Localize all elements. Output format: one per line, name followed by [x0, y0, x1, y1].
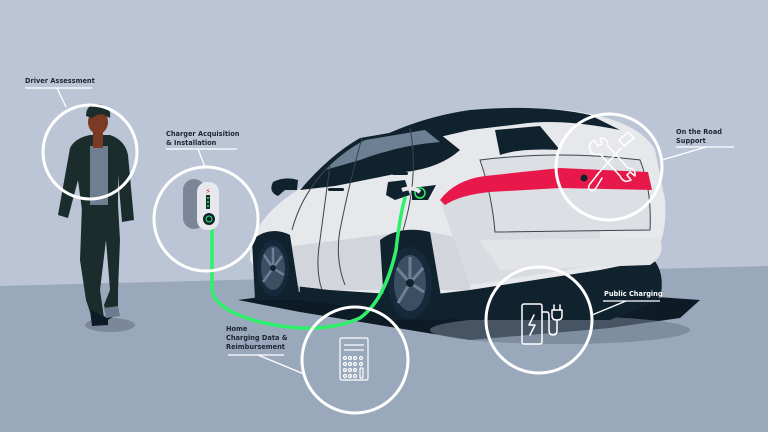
public-charging-label: Public Charging: [604, 290, 663, 299]
wall-charger: ⚡: [183, 179, 219, 230]
leader-lines: [25, 87, 734, 375]
person-walking: [58, 104, 135, 332]
charging-cable: [210, 196, 407, 330]
label-line: Home: [226, 325, 248, 333]
on-the-road-support-label: On the Road Support: [676, 128, 722, 146]
driver-assessment-label: Driver Assessment: [25, 77, 95, 86]
home-charging-data-circle: [300, 305, 410, 415]
label-line: Charger Acquisition: [166, 130, 240, 138]
charger-acquisition-label: Charger Acquisition & Installation: [166, 130, 239, 148]
wrench-screwdriver-icon: [587, 131, 636, 192]
calculator-icon: [339, 337, 369, 381]
car-shadow-soft: [430, 316, 690, 344]
public-charging-circle: [484, 265, 594, 375]
label-line: Support: [676, 137, 706, 145]
svg-text:⚡: ⚡: [205, 187, 211, 196]
label-line: & Installation: [166, 139, 217, 147]
label-line: Public Charging: [604, 290, 663, 298]
label-line: Driver Assessment: [25, 77, 95, 85]
electric-car: [249, 107, 666, 320]
label-line: Reimbursement: [226, 343, 285, 351]
home-charging-data-label: Home Charging Data & Reimbursement: [226, 325, 288, 352]
label-line: Charging Data &: [226, 334, 288, 342]
charger-acquisition-circle: [152, 165, 260, 273]
label-line: On the Road: [676, 128, 722, 136]
on-the-road-support-circle: [554, 112, 664, 222]
driver-assessment-circle: [41, 103, 139, 201]
charging-station-icon: [521, 303, 563, 345]
